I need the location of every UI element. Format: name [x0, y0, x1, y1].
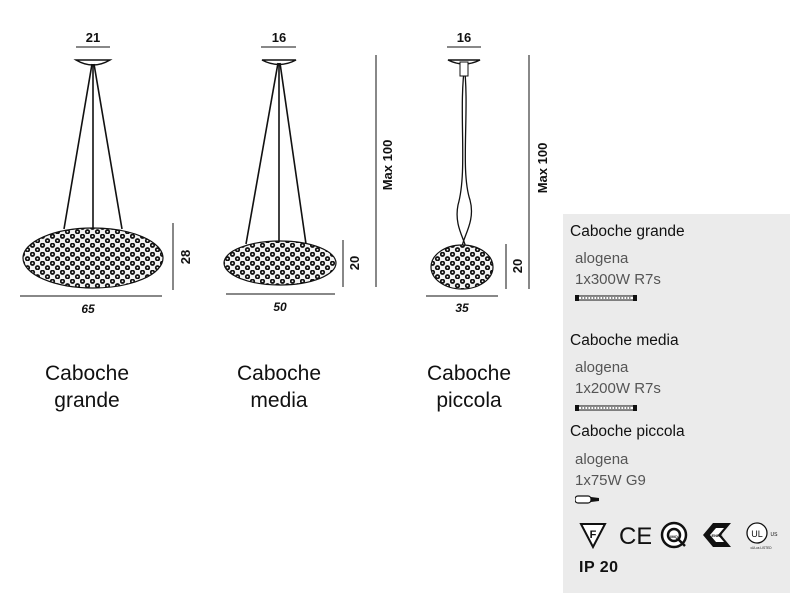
lamp-media: 16 50 20 Max 100 — [223, 30, 395, 314]
svg-text:US: US — [771, 532, 778, 538]
lamp-grande: 21 65 28 — [20, 30, 193, 316]
canopy-dim-media: 16 — [272, 30, 286, 45]
name-media-line1: Caboche — [236, 362, 322, 385]
name-grande: Caboche grande — [12, 360, 162, 414]
height-dim-piccola: 20 — [510, 259, 525, 273]
name-media: Caboche media — [204, 360, 354, 414]
spec-panel: Caboche grande alogena 1x300W R7s Caboch… — [563, 214, 790, 593]
f-mark-icon: F — [579, 523, 607, 549]
spec-type-piccola: alogena — [575, 451, 629, 468]
imq-mark-label: IMQ — [670, 534, 678, 539]
spec-power-media: 1x200W R7s — [575, 380, 661, 397]
r7s-bulb-icon — [575, 295, 637, 301]
max-length-media: Max 100 — [380, 140, 395, 191]
name-grande-line1: Caboche — [44, 362, 130, 385]
lamp-piccola: 16 35 20 Max 100 — [426, 30, 550, 315]
ce-mark-icon: CE — [619, 523, 651, 549]
max-length-piccola: Max 100 — [535, 143, 550, 194]
spec-type-grande: alogena — [575, 250, 629, 267]
enec-mark-label: ENEC — [711, 533, 722, 538]
ul-listed-mark-icon: UL US cULus LISTED — [746, 522, 778, 550]
imq-mark-icon: IMQ — [660, 521, 688, 549]
enec-mark-icon: ENEC — [703, 523, 731, 547]
name-piccola-line2: piccola — [436, 389, 502, 412]
spec-title-media: Caboche media — [570, 332, 679, 349]
height-dim-grande: 28 — [178, 250, 193, 264]
canopy-dim-grande: 21 — [86, 30, 100, 45]
width-dim-piccola: 35 — [455, 301, 469, 315]
ip-rating: IP 20 — [579, 559, 619, 576]
ce-mark-label: CE — [619, 523, 651, 549]
name-media-line2: media — [250, 389, 308, 412]
name-grande-line2: grande — [54, 389, 120, 412]
name-piccola-line1: Caboche — [426, 362, 512, 385]
spec-title-grande: Caboche grande — [570, 223, 685, 240]
svg-text:UL: UL — [751, 529, 763, 539]
spec-power-grande: 1x300W R7s — [575, 271, 661, 288]
canopy-dim-piccola: 16 — [457, 30, 471, 45]
spec-power-piccola: 1x75W G9 — [575, 472, 646, 489]
height-dim-media: 20 — [347, 256, 362, 270]
f-mark-label: F — [590, 529, 597, 541]
spec-type-media: alogena — [575, 359, 629, 376]
width-dim-media: 50 — [273, 300, 287, 314]
width-dim-grande: 65 — [81, 302, 95, 316]
r7s-bulb-icon — [575, 405, 637, 411]
g9-bulb-icon — [575, 495, 599, 504]
spec-title-piccola: Caboche piccola — [570, 423, 685, 440]
name-piccola: Caboche piccola — [394, 360, 544, 414]
ul-listed-mark-label: cULus LISTED — [750, 546, 772, 550]
